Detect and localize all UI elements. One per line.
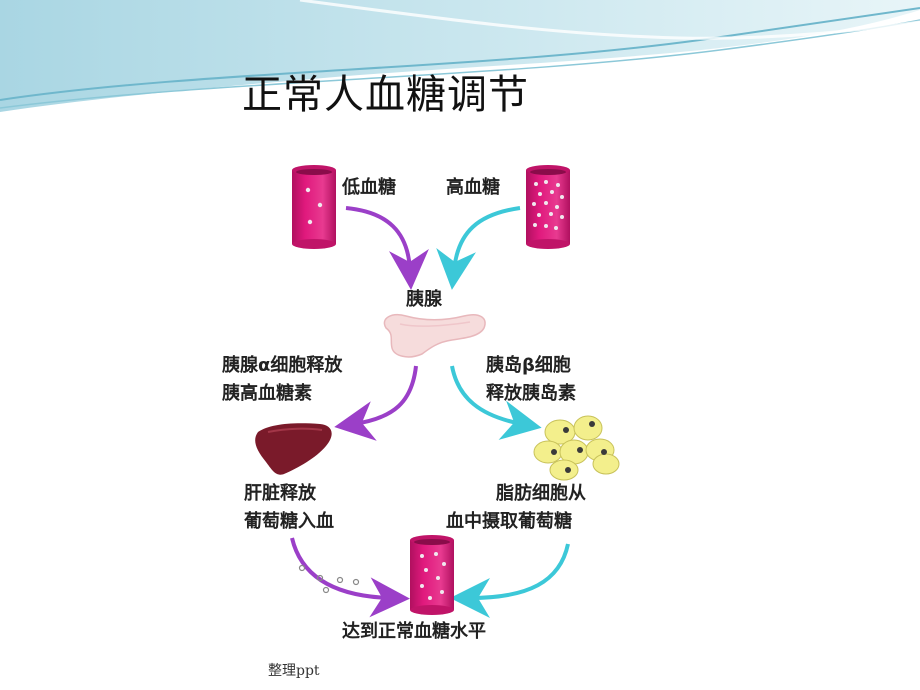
label-high-sugar: 高血糖: [446, 177, 500, 198]
liver-icon: [255, 423, 332, 475]
label-fat-line2: 血中摄取葡萄糖: [446, 511, 572, 532]
diagram-panel: 低血糖 高血糖 胰腺 胰腺α细胞释放 胰高血糖素 胰岛β细胞 释放胰岛素 肝脏释…: [208, 152, 640, 662]
label-liver-line2: 葡萄糖入血: [244, 511, 334, 532]
label-normal: 达到正常血糖水平: [342, 621, 486, 642]
label-low-sugar: 低血糖: [342, 177, 396, 198]
fat-cells-icon: [533, 415, 620, 481]
label-beta-line2: 释放胰岛素: [486, 383, 576, 404]
blood-vessel-low-icon: [292, 165, 336, 249]
arrow-pancreas-to-liver: [334, 365, 418, 441]
label-alpha-line1: 胰腺α细胞释放: [222, 355, 343, 376]
arrow-high-to-pancreas: [436, 206, 521, 290]
arrow-low-to-pancreas: [345, 206, 429, 290]
label-beta-line1: 胰岛β细胞: [486, 355, 571, 376]
slide-title: 正常人血糖调节: [242, 72, 529, 118]
arrow-fat-to-normal: [450, 543, 570, 618]
blood-vessel-high-icon: [526, 165, 570, 249]
label-fat-line1: 脂肪细胞从: [496, 483, 586, 504]
glucose-dots: [298, 564, 360, 594]
header-banner: [0, 0, 920, 112]
blood-vessel-normal-icon: [410, 535, 454, 615]
label-liver-line1: 肝脏释放: [244, 483, 316, 504]
arrow-liver-to-normal: [290, 537, 410, 618]
label-alpha-line2: 胰高血糖素: [222, 383, 312, 404]
pancreas-icon: [383, 314, 486, 358]
label-pancreas: 胰腺: [406, 289, 442, 310]
arrow-pancreas-to-fat: [450, 365, 542, 440]
footer-note: 整理ppt: [268, 663, 320, 679]
